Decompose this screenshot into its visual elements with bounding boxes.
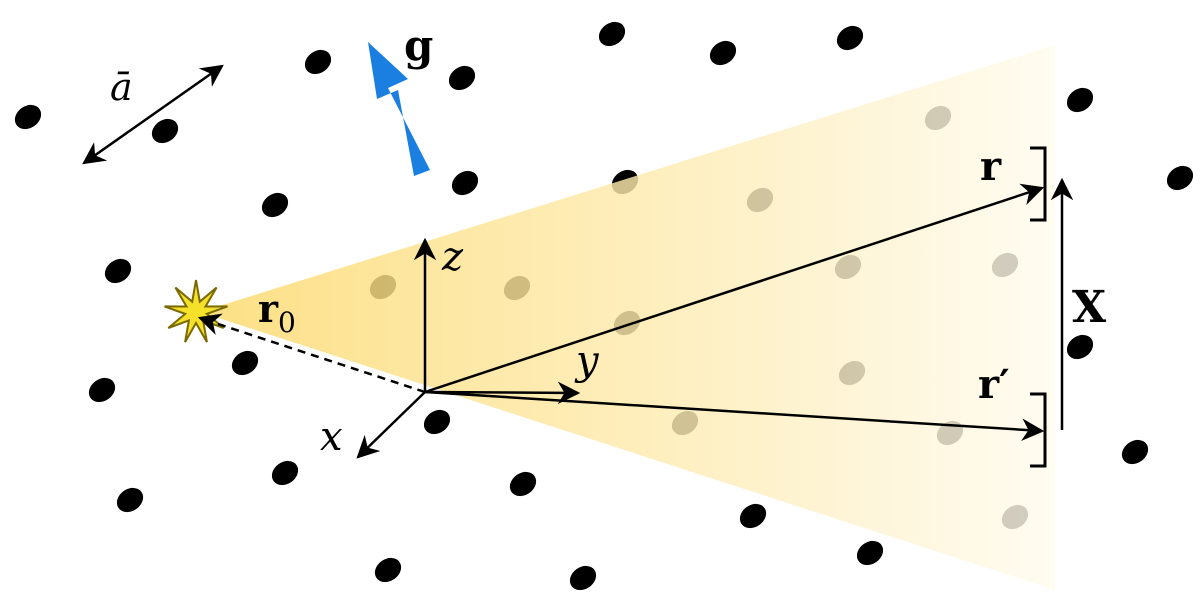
source-position-subscript: 0: [278, 306, 296, 339]
bracket-r: [1030, 146, 1047, 222]
source-position-label: r0: [258, 286, 296, 339]
source-star: [164, 279, 228, 343]
source-position-vector: [197, 313, 426, 394]
x-axis-label: x: [320, 414, 343, 460]
particle: [451, 170, 479, 196]
particle: [1066, 334, 1094, 360]
particle: [598, 21, 626, 47]
particle: [261, 192, 289, 218]
particle: [1121, 439, 1149, 465]
source-position-letter: r: [258, 286, 279, 331]
particle: [856, 540, 884, 566]
y-axis: [424, 381, 581, 405]
particle: [271, 460, 299, 486]
particle: [374, 557, 402, 583]
particle: [423, 409, 451, 435]
particle: [104, 258, 132, 284]
gravity-label: g: [404, 21, 433, 70]
vector-r: [424, 183, 1045, 394]
lattice-spacing-label: ā: [110, 65, 133, 109]
particle: [1066, 87, 1094, 113]
particle: [14, 104, 42, 130]
particle: [739, 503, 767, 529]
particle: [88, 377, 116, 403]
vector-r-prime: [424, 390, 1045, 441]
particle: [151, 118, 179, 144]
particle: [304, 49, 332, 75]
particle: [231, 350, 259, 376]
bracket-r-prime: [1030, 392, 1047, 468]
separation-label: X: [1072, 282, 1107, 333]
particle: [836, 25, 864, 51]
z-axis-label: z: [441, 234, 464, 280]
x-axis: [356, 391, 426, 459]
particle: [116, 487, 144, 513]
particle: [509, 471, 537, 497]
lattice-spacing-arrow: [82, 64, 224, 165]
gravity-arrow: [368, 42, 430, 176]
y-axis-label: y: [574, 338, 600, 384]
point-r-label: r: [980, 143, 1002, 190]
particle: [1166, 165, 1194, 191]
point-r-prime-label: r′: [978, 361, 1010, 408]
particle: [569, 565, 597, 591]
light-cone: [200, 45, 1055, 590]
particle: [448, 65, 476, 91]
particle: [709, 40, 737, 66]
